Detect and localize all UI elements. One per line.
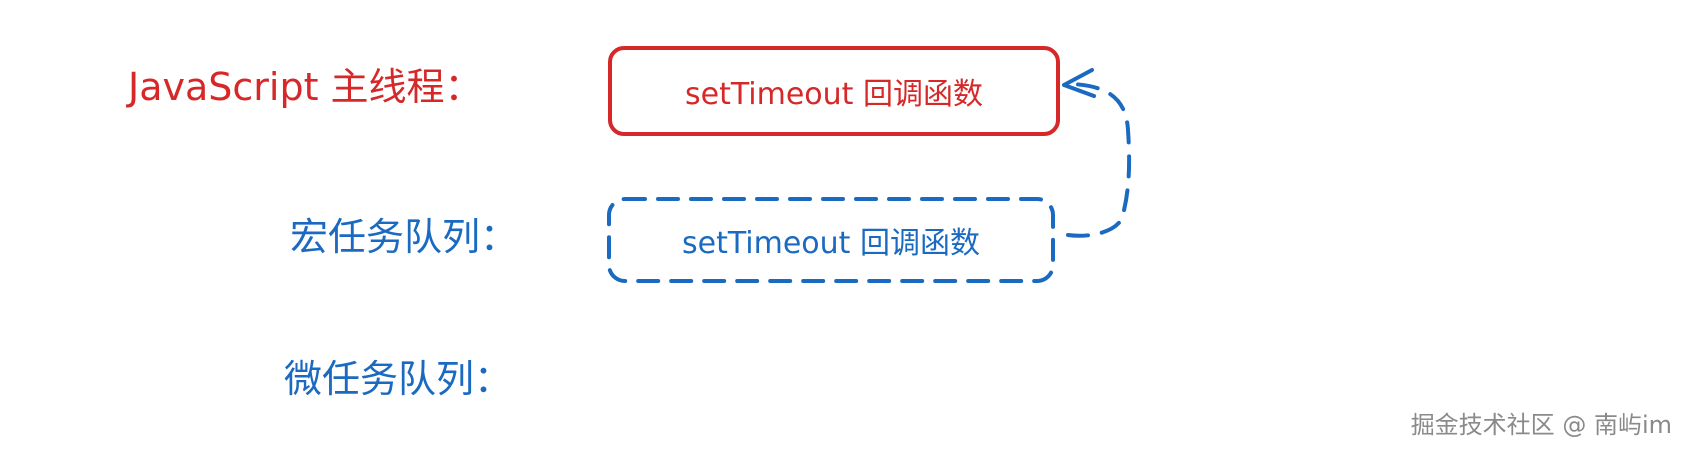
main-thread-label: JavaScript 主线程： <box>128 65 483 109</box>
move-to-main-thread-arrow <box>1062 68 1132 238</box>
macro-queue-callback-text: setTimeout 回调函数 <box>682 226 980 261</box>
macro-task-queue-label: 宏任务队列： <box>290 215 519 259</box>
macro-queue-callback-box: setTimeout 回调函数 <box>606 196 1056 284</box>
main-thread-callback-text: setTimeout 回调函数 <box>685 77 983 112</box>
watermark: 掘金技术社区 @ 南屿im <box>1410 411 1672 439</box>
micro-task-queue-label: 微任务队列： <box>284 357 513 401</box>
main-thread-callback-box: setTimeout 回调函数 <box>608 46 1060 136</box>
arrow-head-icon <box>1062 68 1096 98</box>
